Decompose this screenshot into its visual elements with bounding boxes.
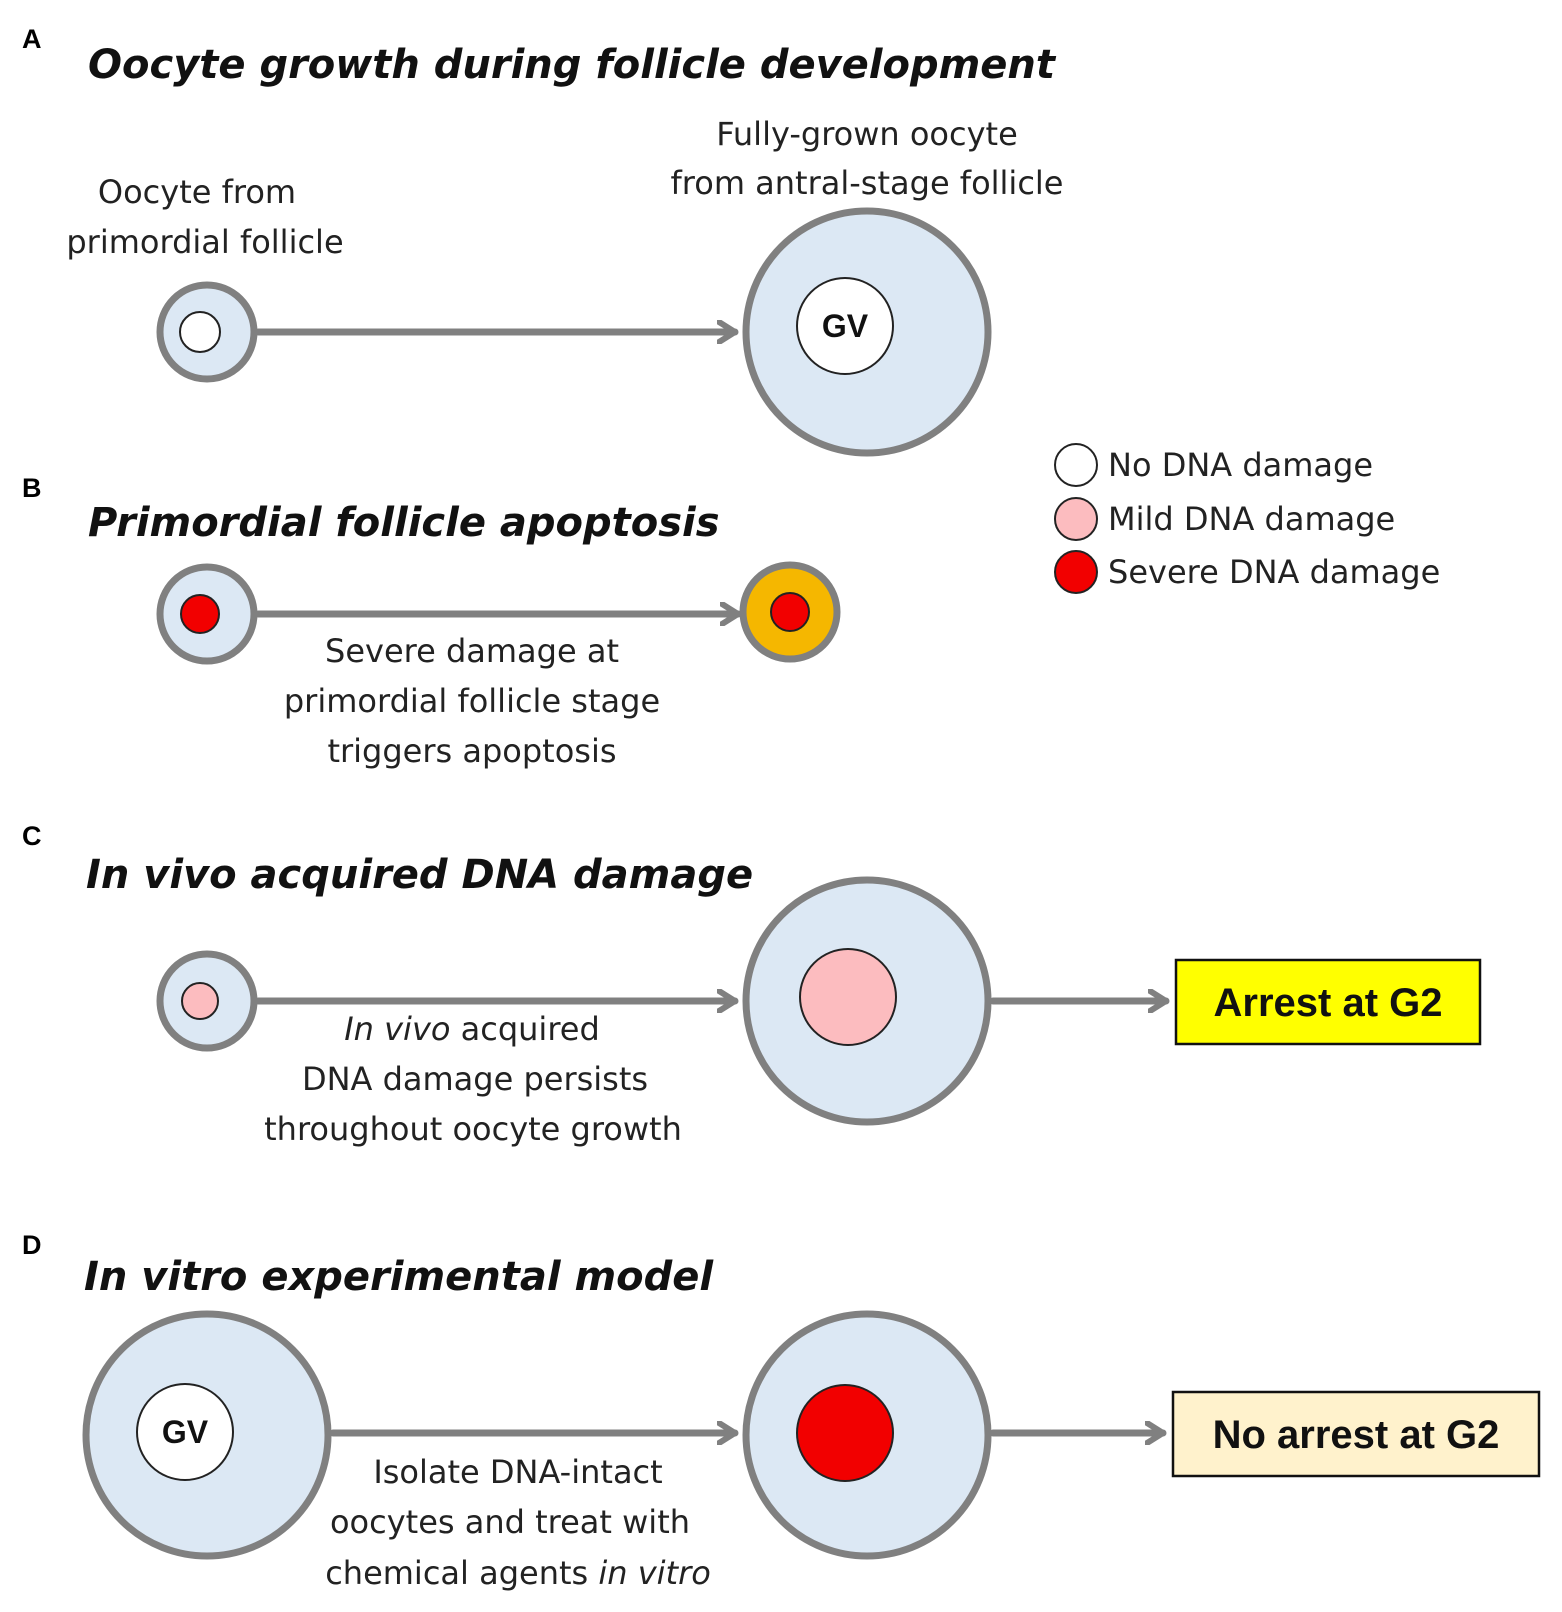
legend-swatch-severe-damage — [1054, 550, 1098, 594]
panel-a-letter: A — [22, 24, 42, 54]
panel-b: B Primordial follicle apoptosis Severe d… — [22, 473, 841, 770]
panel-c-caption-italic: In vivo — [344, 1010, 450, 1048]
panel-c-caption-line3: throughout oocyte growth — [264, 1110, 682, 1148]
panel-b-severely-damaged-nucleus — [180, 594, 220, 634]
panel-d-title: In vitro experimental model — [84, 1254, 714, 1300]
panel-a: A Oocyte growth during follicle developm… — [22, 24, 1064, 457]
panel-a-right-label-line1: Fully-grown oocyte — [716, 115, 1018, 153]
panel-d-gv-label: GV — [162, 1414, 209, 1450]
panel-d-no-arrest-label: No arrest at G2 — [1213, 1413, 1500, 1457]
panel-b-caption-line2: primordial follicle stage — [284, 682, 660, 720]
legend-label-severe-damage: Severe DNA damage — [1108, 553, 1440, 591]
panel-d-caption-line2: oocytes and treat with — [330, 1503, 690, 1541]
panel-a-left-label-line1: Oocyte from — [98, 173, 296, 211]
panel-b-caption-line1: Severe damage at — [325, 632, 619, 670]
panel-c-caption-line2: DNA damage persists — [302, 1060, 648, 1098]
panel-d-letter: D — [22, 1230, 42, 1260]
legend-label-no-damage: No DNA damage — [1108, 446, 1373, 484]
panel-c-arrest-label: Arrest at G2 — [1214, 981, 1443, 1025]
panel-d-caption-rest: chemical agents — [325, 1554, 598, 1592]
panel-c-damaged-germinal-vesicle — [799, 948, 897, 1046]
panel-a-title: Oocyte growth during follicle developmen… — [88, 42, 1057, 88]
panel-d: D In vitro experimental model GV No arre… — [22, 1230, 1541, 1592]
panel-c-arrest-box — [1174, 958, 1482, 1046]
panel-d-caption-line3: chemical agents in vitro — [325, 1554, 711, 1592]
panel-b-apoptotic-nucleus — [770, 592, 810, 632]
panel-a-gv-label: GV — [822, 308, 869, 344]
panel-b-caption-line3: triggers apoptosis — [327, 732, 616, 770]
panel-a-right-label-line2: from antral-stage follicle — [671, 164, 1064, 202]
panel-a-primordial-nucleus — [179, 311, 221, 353]
legend: No DNA damage Mild DNA damage Severe DNA… — [1054, 443, 1440, 594]
panel-d-no-arrest-box — [1171, 1390, 1541, 1478]
panel-d-germinal-vesicle — [136, 1383, 234, 1481]
panel-b-letter: B — [22, 473, 42, 503]
panel-a-left-label-line2: primordial follicle — [66, 223, 343, 261]
panel-d-severely-damaged-gv — [796, 1384, 894, 1482]
legend-swatch-no-damage — [1054, 443, 1098, 487]
panel-c-letter: C — [22, 821, 42, 851]
panel-c-caption-line1: In vivo acquired — [344, 1010, 600, 1048]
panel-c: C In vivo acquired DNA damage Arrest at … — [22, 821, 1482, 1148]
panel-b-title: Primordial follicle apoptosis — [88, 500, 720, 546]
panel-c-title: In vivo acquired DNA damage — [86, 852, 753, 898]
panel-c-caption-rest: acquired — [450, 1010, 599, 1048]
legend-swatch-mild-damage — [1054, 497, 1098, 541]
panel-d-caption-italic: in vitro — [598, 1554, 710, 1592]
legend-label-mild-damage: Mild DNA damage — [1108, 500, 1395, 538]
panel-d-caption-line1: Isolate DNA-intact — [373, 1453, 662, 1491]
panel-c-mildly-damaged-nucleus — [181, 982, 219, 1020]
panel-a-germinal-vesicle — [796, 277, 894, 375]
